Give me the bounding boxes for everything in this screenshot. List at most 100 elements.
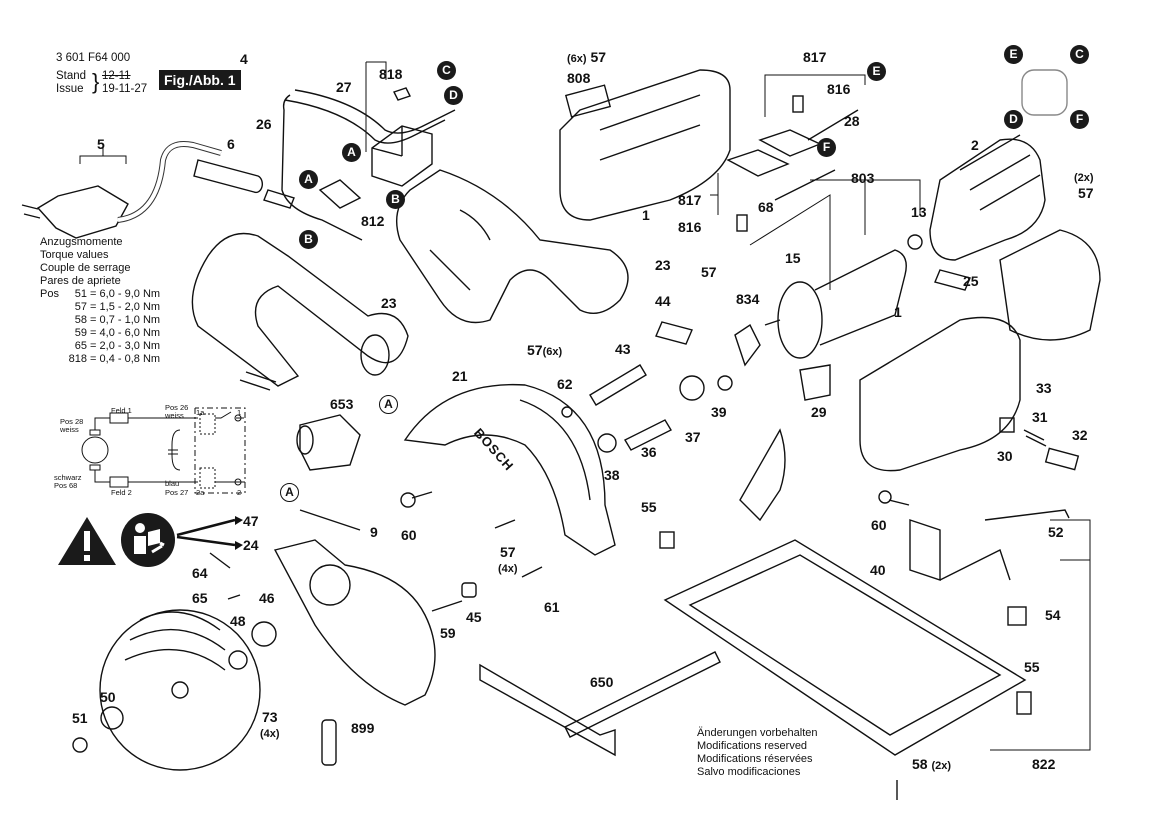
callout-d: D: [444, 86, 463, 105]
notice-de: Änderungen vorbehalten: [697, 727, 818, 739]
part-label-60-base: 60: [871, 517, 887, 533]
part-label-31: 31: [1032, 409, 1048, 425]
part-label-48: 48: [230, 613, 246, 629]
part-label-57-4x: 57: [500, 544, 516, 560]
brace: }: [92, 69, 100, 94]
torque-value: = 2,0 - 3,0 Nm: [87, 340, 161, 352]
part-label-27: 27: [336, 79, 352, 95]
wire-feld2: Feld 2: [111, 488, 132, 497]
part-label-54: 54: [1045, 607, 1061, 623]
wire-weiss-2: weiss: [165, 411, 184, 420]
part-label-65: 65: [192, 590, 208, 606]
wire-feld1: Feld 1: [111, 406, 132, 415]
part-label-43: 43: [615, 341, 631, 357]
torque-row: 65 = 2,0 - 3,0 Nm: [40, 340, 160, 353]
notice-fr: Modifications réservées: [697, 753, 813, 765]
wire-pos27: Pos 27: [165, 488, 189, 497]
torque-value: = 0,7 - 1,0 Nm: [87, 314, 161, 326]
torque-value: = 6,0 - 9,0 Nm: [87, 288, 161, 300]
part-label-2: 2: [971, 137, 979, 153]
leader-lines: [79, 61, 1091, 751]
part-label-52: 52: [1048, 524, 1064, 540]
wire-blau: blau: [165, 479, 180, 488]
part-label-818: 818: [379, 66, 403, 82]
part-label-5: 5: [97, 136, 105, 152]
modifications-notice: Änderungen vorbehalten Modifications res…: [697, 727, 817, 779]
torque-value: = 4,0 - 6,0 Nm: [87, 327, 161, 339]
torque-pos-prefix: Pos: [40, 288, 59, 300]
issue-label: Issue: [56, 83, 84, 95]
base-plate-drawing: [663, 428, 1027, 756]
switch-drawing: [318, 87, 433, 209]
pointer-arrows: [176, 516, 243, 550]
part-label-45: 45: [466, 609, 482, 625]
part-label-6: 6: [227, 136, 235, 152]
part-label-1-top: 1: [642, 207, 650, 223]
wire-pos28: Pos 28: [60, 417, 84, 426]
stand-label: Stand: [56, 70, 87, 82]
qty-2x-57: (2x): [1074, 172, 1094, 184]
wire-harness-drawing: [281, 89, 456, 241]
hardware-drawing: [72, 490, 1070, 800]
part-label-51: 51: [72, 710, 88, 726]
callout-a: A: [342, 143, 361, 162]
torque-pos: 58: [74, 314, 87, 326]
part-label-9: 9: [370, 524, 378, 540]
upper-blade-guard-drawing: [403, 383, 616, 556]
part-label-32: 32: [1072, 427, 1088, 443]
callout-a-screw: A: [280, 483, 299, 502]
read-manual-icon: [121, 513, 175, 567]
part-label-29: 29: [811, 404, 827, 420]
qty-4x-57: (4x): [498, 563, 518, 575]
callout-c-stator: C: [1070, 45, 1089, 64]
terminal-2a: 2a: [196, 488, 205, 497]
stator-drawing: [929, 69, 1068, 261]
warning-triangle-icon: [58, 517, 116, 565]
torque-row: 818 = 0,4 - 0,8 Nm: [40, 353, 160, 366]
old-date: 12-11: [102, 70, 131, 82]
terminal-2: 2: [237, 488, 242, 497]
part-label-50: 50: [100, 689, 116, 705]
terminal-1: 1: [237, 408, 242, 417]
drive-shaft-drawing: [561, 321, 761, 453]
part-label-64: 64: [192, 565, 208, 581]
part-label-4: 4: [240, 51, 248, 67]
part-label-812: 812: [361, 213, 385, 229]
wire-schwarz: schwarz: [54, 473, 82, 482]
dust-adapter-drawing: [296, 414, 361, 471]
motor-body-drawing: [799, 229, 1101, 472]
part-label-39: 39: [711, 404, 727, 420]
part-label-808: 808: [567, 70, 591, 86]
callout-f: F: [817, 138, 836, 157]
part-label-23-handle: 23: [381, 295, 397, 311]
motor-housing-top-drawing: [559, 69, 731, 221]
figure-label: Fig./Abb. 1: [159, 70, 241, 90]
torque-pos: 59: [74, 327, 87, 339]
part-label-33: 33: [1036, 380, 1052, 396]
part-label-834: 834: [736, 291, 760, 307]
torque-value: = 0,4 - 0,8 Nm: [87, 353, 161, 365]
part-label-653: 653: [330, 396, 354, 412]
wire-pos26: Pos 26: [165, 403, 189, 412]
part-label-650: 650: [590, 674, 614, 690]
torque-title-de: Anzugsmomente: [40, 236, 123, 248]
rip-fence-drawing: [479, 651, 721, 757]
part-label-817-top: 817: [803, 49, 827, 65]
terminal-1a: 1a: [196, 408, 205, 417]
callout-a-cable: A: [299, 170, 318, 189]
part-label-24: 24: [243, 537, 259, 553]
part-label-59: 59: [440, 625, 456, 641]
part-label-73: 73: [262, 709, 278, 725]
torque-table: Anzugsmomente Torque values Couple de se…: [40, 236, 160, 366]
part-label-57-mid: 57: [701, 264, 717, 280]
part-label-44: 44: [655, 293, 671, 309]
torque-row: 57 = 1,5 - 2,0 Nm: [40, 301, 160, 314]
saw-blade-drawing: [99, 609, 261, 771]
part-label-28: 28: [844, 113, 860, 129]
armature-drawing: [764, 234, 923, 359]
part-label-803: 803: [851, 170, 875, 186]
part-label-23-housing: 23: [655, 257, 671, 273]
callout-a-guard: A: [379, 395, 398, 414]
part-label-21: 21: [452, 368, 468, 384]
